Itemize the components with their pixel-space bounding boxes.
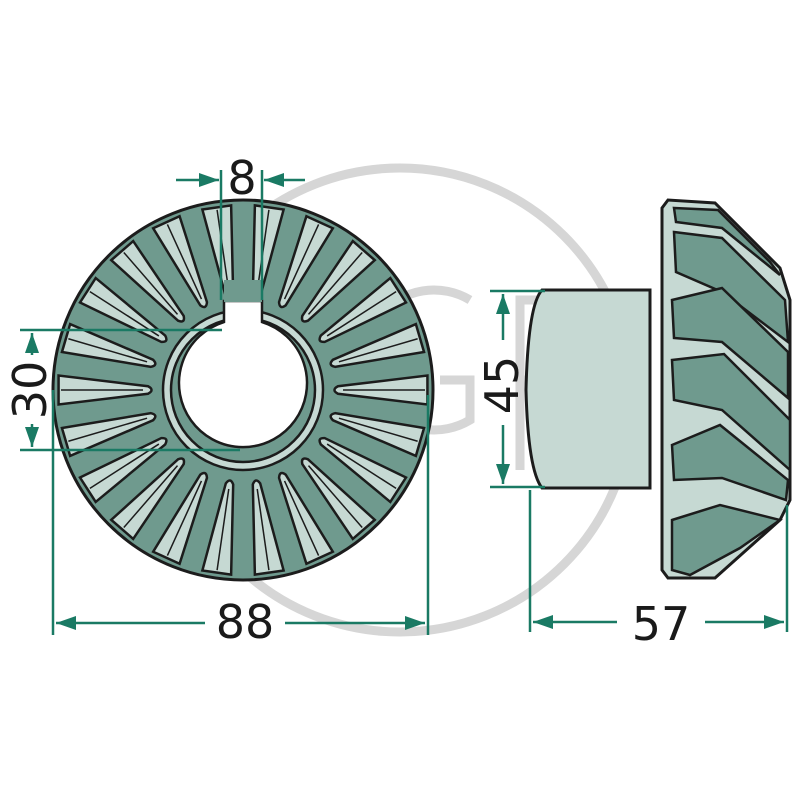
gear-front-view — [51, 198, 435, 582]
bore-keyway — [177, 299, 309, 449]
dim-hub-diameter: 45 — [475, 356, 529, 415]
dim-bore-diameter: 30 — [3, 361, 57, 420]
dimensions — [20, 170, 789, 635]
dim-keyway-width: 8 — [227, 151, 256, 205]
dim-outer-diameter: 88 — [216, 595, 275, 649]
dim-overall-length: 57 — [632, 597, 691, 651]
gear-side-view — [524, 198, 792, 580]
gear-teeth — [57, 203, 429, 577]
